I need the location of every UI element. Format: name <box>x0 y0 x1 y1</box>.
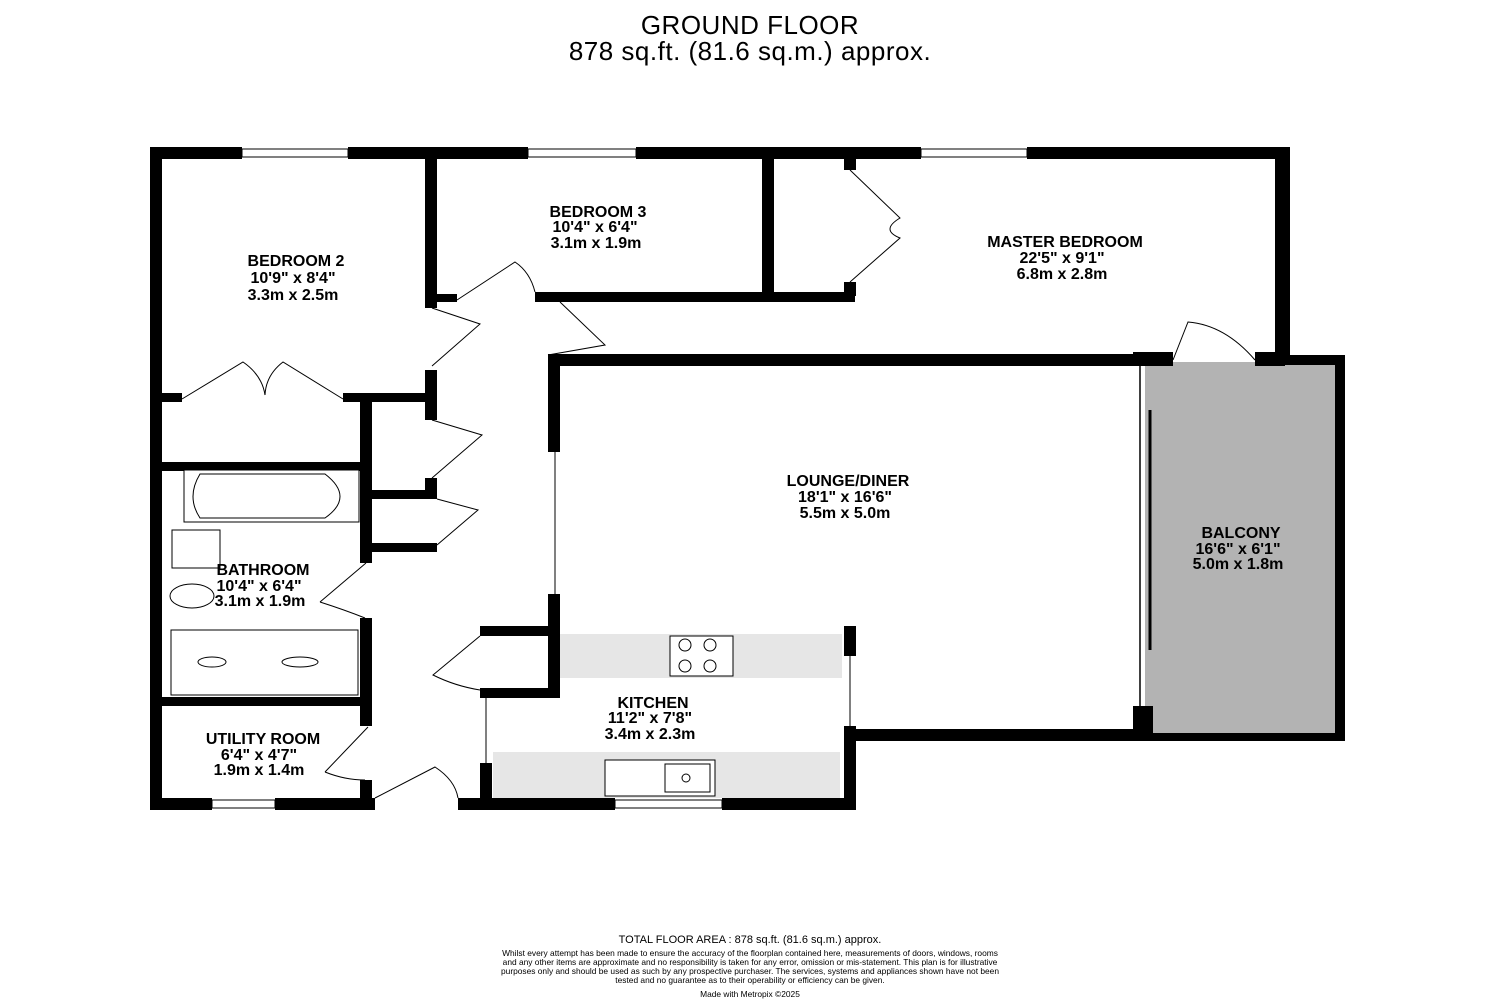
bathroom-metric: 3.1m x 1.9m <box>215 593 306 610</box>
washbasin-icon <box>171 529 221 569</box>
bedroom2-imperial: 10'9" x 8'4" <box>250 270 335 287</box>
utility-name: UTILITY ROOM <box>206 731 320 748</box>
master-metric: 6.8m x 2.8m <box>1017 266 1108 283</box>
lounge-name: LOUNGE/DINER <box>787 473 910 490</box>
kitchen-fixtures <box>604 635 734 797</box>
kitchen-metric: 3.4m x 2.3m <box>605 726 696 743</box>
room-labels: BEDROOM 2 10'9" x 8'4" 3.3m x 2.5m BEDRO… <box>206 204 1284 779</box>
bedroom3-metric: 3.1m x 1.9m <box>551 235 642 252</box>
disclaimer-text: Whilst every attempt has been made to en… <box>501 948 999 985</box>
total-floor-area: TOTAL FLOOR AREA : 878 sq.ft. (81.6 sq.m… <box>618 934 882 946</box>
balcony-imperial: 16'6" x 6'1" <box>1195 541 1280 558</box>
toilet-icon <box>169 583 215 609</box>
bedroom3-imperial: 10'4" x 6'4" <box>552 219 637 236</box>
bathroom-name: BATHROOM <box>216 562 309 579</box>
door-swings <box>181 169 1256 799</box>
bedroom2-name: BEDROOM 2 <box>248 253 345 270</box>
floor-area-subtitle: 878 sq.ft. (81.6 sq.m.) approx. <box>568 36 932 66</box>
balcony-name: BALCONY <box>1201 525 1280 542</box>
balcony-metric: 5.0m x 1.8m <box>1193 556 1284 573</box>
lounge-metric: 5.5m x 5.0m <box>800 505 891 522</box>
bathroom-fixtures <box>169 469 360 696</box>
master-imperial: 22'5" x 9'1" <box>1019 250 1104 267</box>
lounge-imperial: 18'1" x 16'6" <box>798 489 892 506</box>
kitchen-name: KITCHEN <box>617 695 688 712</box>
utility-metric: 1.9m x 1.4m <box>214 762 305 779</box>
walls <box>150 147 1345 810</box>
bathroom-imperial: 10'4" x 6'4" <box>216 578 301 595</box>
bedroom2-metric: 3.3m x 2.5m <box>248 287 339 304</box>
balcony-area <box>1145 362 1337 733</box>
utility-imperial: 6'4" x 4'7" <box>221 747 297 764</box>
windows <box>211 148 1028 809</box>
internal-partitions <box>485 366 1152 763</box>
page-title: GROUND FLOOR <box>640 10 860 40</box>
bedroom3-name: BEDROOM 3 <box>550 204 647 221</box>
credit-text: Made with Metropix ©2025 <box>700 989 800 999</box>
kitchen-imperial: 11'2" x 7'8" <box>608 710 692 727</box>
master-name: MASTER BEDROOM <box>987 234 1143 251</box>
